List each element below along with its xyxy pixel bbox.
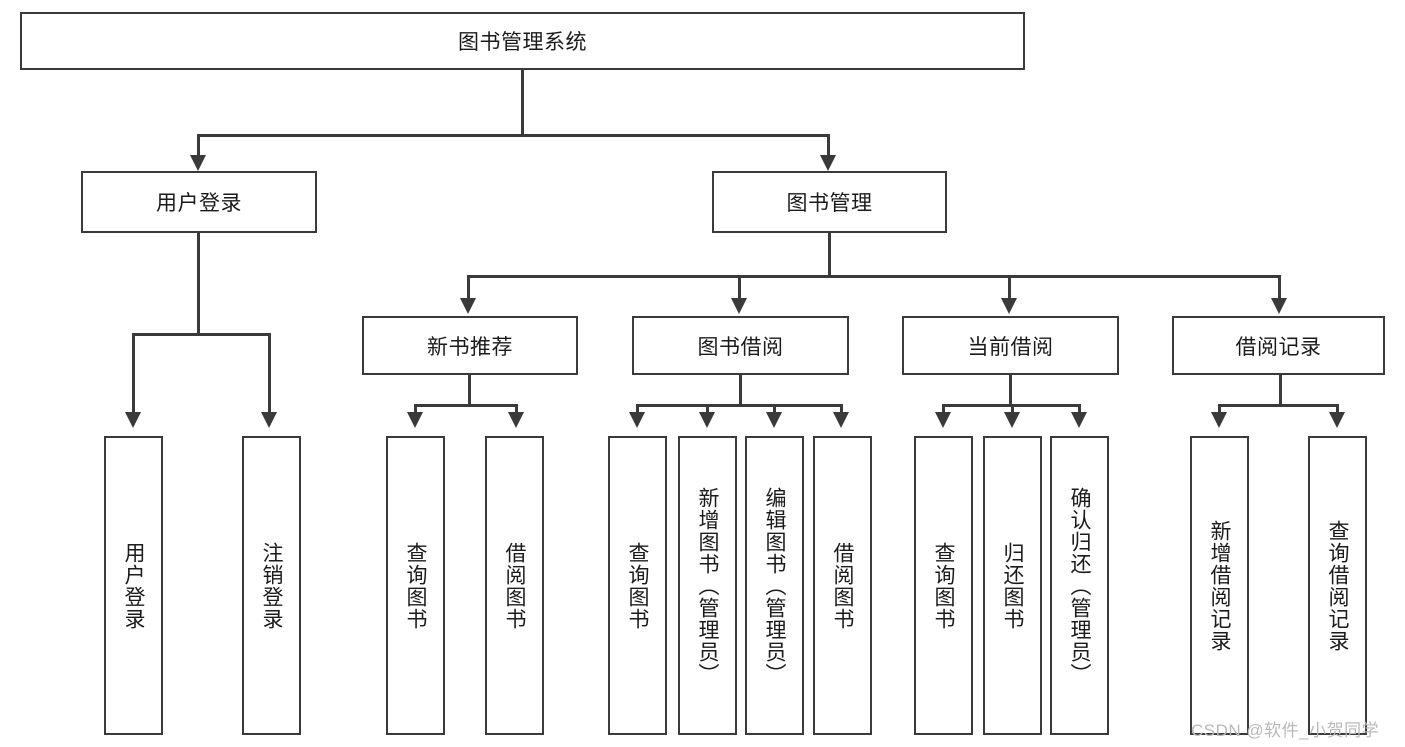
arrow-to-current-borrow [1001, 298, 1017, 314]
node-leaf-return-book-label: 归还图书 [1001, 541, 1024, 630]
edge-user-login-stem [197, 233, 200, 336]
node-leaf-query-book-2-label: 查询图书 [626, 541, 649, 630]
node-user-login-label: 用户登录 [156, 192, 242, 215]
edge-bb-drop-2 [706, 404, 709, 416]
edge-bb-drop-4 [840, 404, 843, 416]
edge-cb-stem [1009, 375, 1012, 407]
arrow-to-book-borrow [731, 298, 747, 314]
node-book-borrow[interactable]: 图书借阅 [632, 316, 849, 375]
edge-bb-drop-1 [636, 404, 639, 416]
edge-cb-drop-2 [1011, 404, 1014, 416]
arrow-to-leaf-return-book [1004, 412, 1020, 428]
node-user-login[interactable]: 用户登录 [81, 171, 317, 233]
arrow-to-borrow-record [1271, 298, 1287, 314]
edge-bm-drop-2 [738, 275, 741, 307]
node-leaf-borrow-book-1-label: 借阅图书 [503, 541, 526, 630]
node-leaf-query-book-3-label: 查询图书 [932, 541, 955, 630]
node-leaf-query-record[interactable]: 查询借阅记录 [1308, 436, 1367, 735]
node-root-label: 图书管理系统 [458, 31, 587, 54]
node-leaf-query-record-label: 查询借阅记录 [1326, 519, 1349, 652]
watermark: CSDN @软件_小贺同学 [1191, 721, 1380, 740]
arrow-to-leaf-query-book-2 [629, 412, 645, 428]
edge-user-login-drop-1 [132, 333, 135, 416]
node-leaf-borrow-book-1[interactable]: 借阅图书 [485, 436, 544, 735]
arrow-to-new-book-rec [460, 298, 476, 314]
edge-book-manage-bus [467, 275, 1281, 278]
node-leaf-query-book-2[interactable]: 查询图书 [608, 436, 667, 735]
edge-bb-bus [636, 404, 843, 407]
edge-nbr-drop-2 [515, 404, 518, 416]
node-leaf-edit-book[interactable]: 编辑图书（管理员） [745, 436, 804, 735]
edge-book-manage-stem [828, 233, 831, 278]
edge-bm-drop-4 [1278, 275, 1281, 307]
node-current-borrow-label: 当前借阅 [967, 335, 1054, 359]
arrow-to-leaf-borrow-book-2 [833, 412, 849, 428]
node-leaf-borrow-book-2[interactable]: 借阅图书 [813, 436, 872, 735]
edge-bm-drop-3 [1008, 275, 1011, 307]
node-new-book-rec-label: 新书推荐 [427, 335, 513, 359]
node-leaf-return-book[interactable]: 归还图书 [983, 436, 1042, 735]
edge-nbr-bus [414, 404, 518, 407]
node-leaf-add-record[interactable]: 新增借阅记录 [1190, 436, 1249, 735]
node-leaf-confirm-return[interactable]: 确认归还（管理员） [1050, 436, 1109, 735]
node-leaf-user-login[interactable]: 用户登录 [104, 436, 163, 735]
node-current-borrow[interactable]: 当前借阅 [902, 316, 1119, 375]
arrow-to-leaf-user-logout [261, 412, 277, 428]
node-borrow-record-label: 借阅记录 [1235, 335, 1322, 359]
arrow-to-leaf-query-book-3 [935, 412, 951, 428]
node-leaf-add-book-label: 新增图书（管理员） [696, 486, 719, 685]
node-leaf-add-book[interactable]: 新增图书（管理员） [678, 436, 737, 735]
edge-root-to-user-login [197, 134, 200, 166]
arrow-to-leaf-query-book-1 [407, 412, 423, 428]
node-leaf-add-record-label: 新增借阅记录 [1208, 519, 1231, 652]
arrow-to-leaf-add-book [699, 412, 715, 428]
edge-user-login-bus [132, 333, 271, 336]
node-borrow-record[interactable]: 借阅记录 [1172, 316, 1385, 375]
node-leaf-user-login-label: 用户登录 [122, 541, 145, 630]
edge-user-login-drop-2 [268, 333, 271, 416]
node-new-book-rec[interactable]: 新书推荐 [362, 316, 578, 375]
arrow-to-leaf-query-record [1329, 412, 1345, 428]
node-book-manage[interactable]: 图书管理 [712, 171, 947, 233]
arrow-to-leaf-add-record [1211, 412, 1227, 428]
edge-nbr-stem [468, 375, 471, 407]
edge-cb-drop-1 [942, 404, 945, 416]
arrow-to-leaf-borrow-book-1 [508, 412, 524, 428]
edge-cb-drop-3 [1078, 404, 1081, 416]
edge-root-to-book-manage [827, 134, 830, 166]
node-root[interactable]: 图书管理系统 [20, 12, 1025, 70]
node-book-manage-label: 图书管理 [786, 192, 873, 215]
edge-br-drop-1 [1218, 404, 1221, 416]
node-leaf-query-book-1[interactable]: 查询图书 [386, 436, 445, 735]
arrow-to-user-login [190, 155, 206, 171]
edge-bm-drop-1 [467, 275, 470, 307]
edge-bb-drop-3 [773, 404, 776, 416]
edge-br-bus [1218, 404, 1339, 407]
edge-br-drop-2 [1336, 404, 1339, 416]
arrow-to-book-manage [820, 155, 836, 171]
node-leaf-edit-book-label: 编辑图书（管理员） [763, 486, 786, 685]
edge-nbr-drop-1 [414, 404, 417, 416]
edge-bb-stem [739, 375, 742, 407]
node-leaf-confirm-return-label: 确认归还（管理员） [1068, 486, 1091, 685]
edge-root-stem [521, 70, 524, 136]
edge-root-bus [197, 134, 828, 137]
node-leaf-user-logout[interactable]: 注销登录 [242, 436, 301, 735]
node-leaf-query-book-1-label: 查询图书 [404, 541, 427, 630]
node-book-borrow-label: 图书借阅 [697, 335, 784, 359]
node-leaf-borrow-book-2-label: 借阅图书 [831, 541, 854, 630]
node-leaf-query-book-3[interactable]: 查询图书 [914, 436, 973, 735]
node-leaf-user-logout-label: 注销登录 [260, 541, 283, 630]
arrow-to-leaf-edit-book [766, 412, 782, 428]
arrow-to-leaf-confirm-return [1071, 412, 1087, 428]
edge-br-stem [1279, 375, 1282, 407]
arrow-to-leaf-user-login [125, 412, 141, 428]
